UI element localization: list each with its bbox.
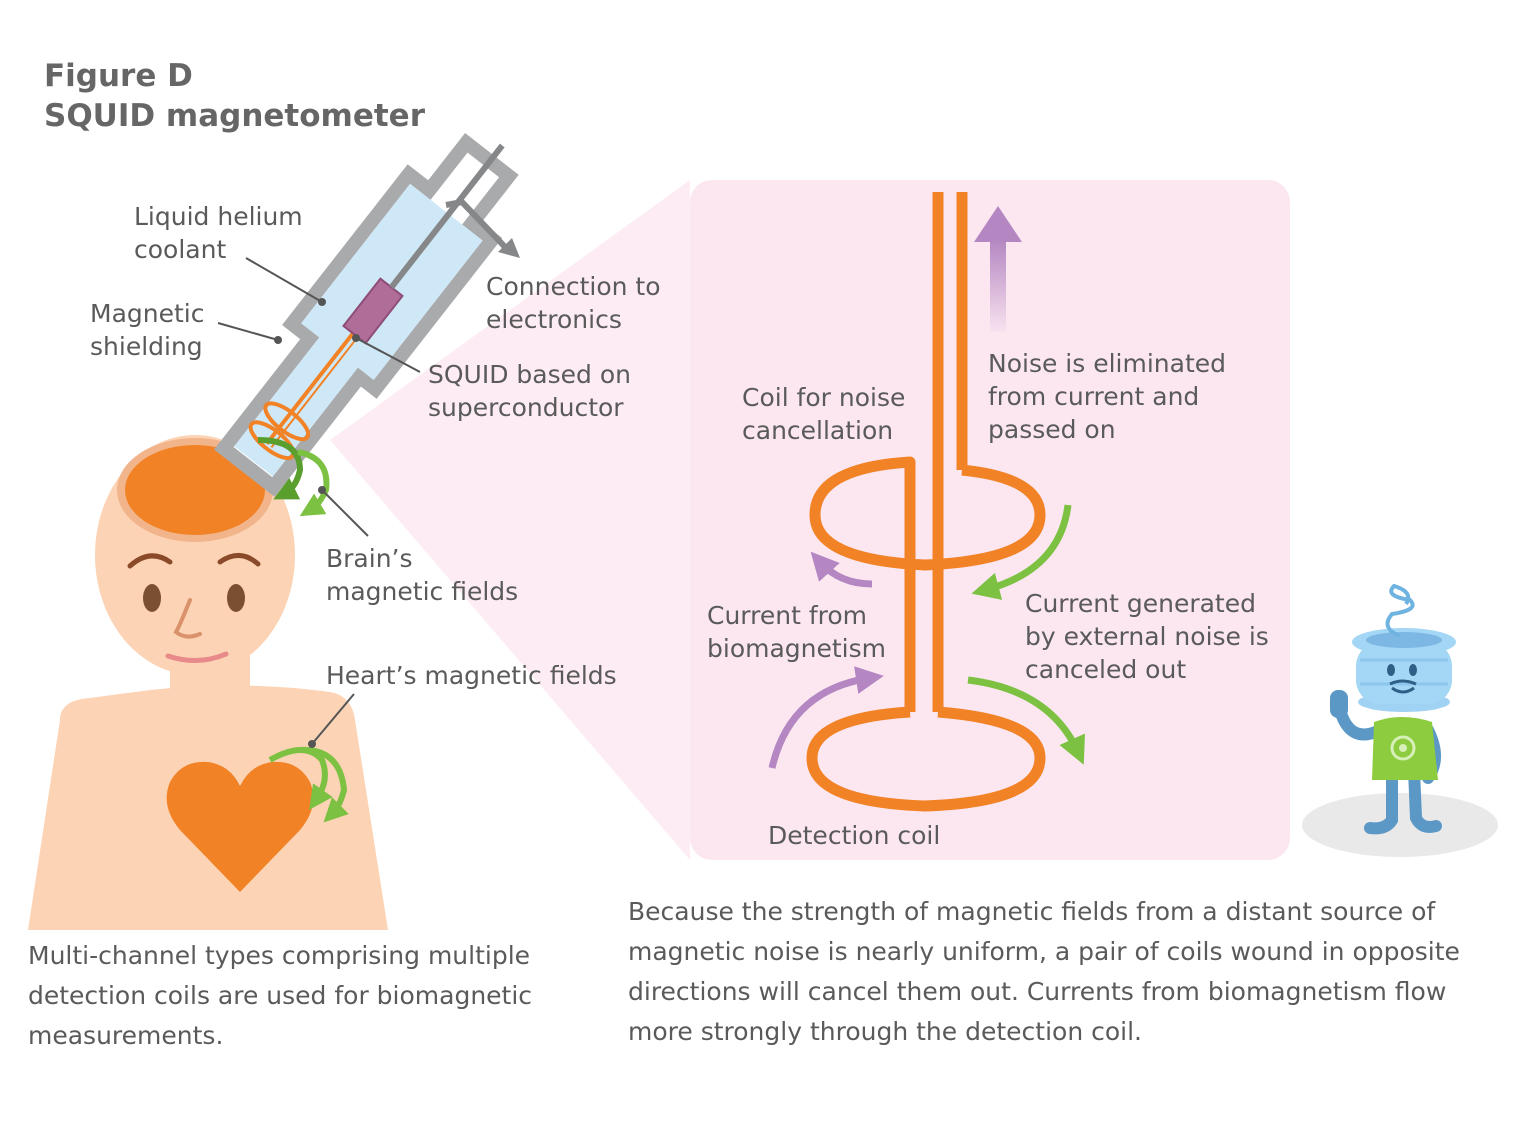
zoom-beam <box>330 180 690 860</box>
eye-right <box>227 584 245 612</box>
caption-right: Because the strength of magnetic fields … <box>628 897 1460 1046</box>
mouth <box>165 651 229 663</box>
mascot-head <box>1356 642 1452 704</box>
heart-field-arrows <box>268 746 349 823</box>
mascot-character <box>1302 583 1498 857</box>
label-detection-coil: Detection coil <box>768 821 941 850</box>
heart <box>166 761 314 892</box>
output-arrow <box>974 206 1022 242</box>
squid-probe <box>214 132 519 497</box>
figure-title: SQUID magnetometer <box>44 98 425 134</box>
mascot-shadow <box>1302 793 1498 857</box>
figure-label: Figure D <box>44 58 193 94</box>
eyebrow-right <box>217 553 261 567</box>
person-figure <box>28 435 388 930</box>
eye-left <box>143 584 161 612</box>
label-heart-fields: Heart’s magnetic fields <box>326 661 617 690</box>
eyebrow-left <box>127 553 173 569</box>
nose <box>173 598 202 639</box>
caption-left: Multi-channel types comprising multiple … <box>28 941 533 1050</box>
coil-detail-panel <box>690 180 1290 860</box>
connection-arrow <box>445 198 509 251</box>
gradiometer-coil <box>806 192 1046 812</box>
